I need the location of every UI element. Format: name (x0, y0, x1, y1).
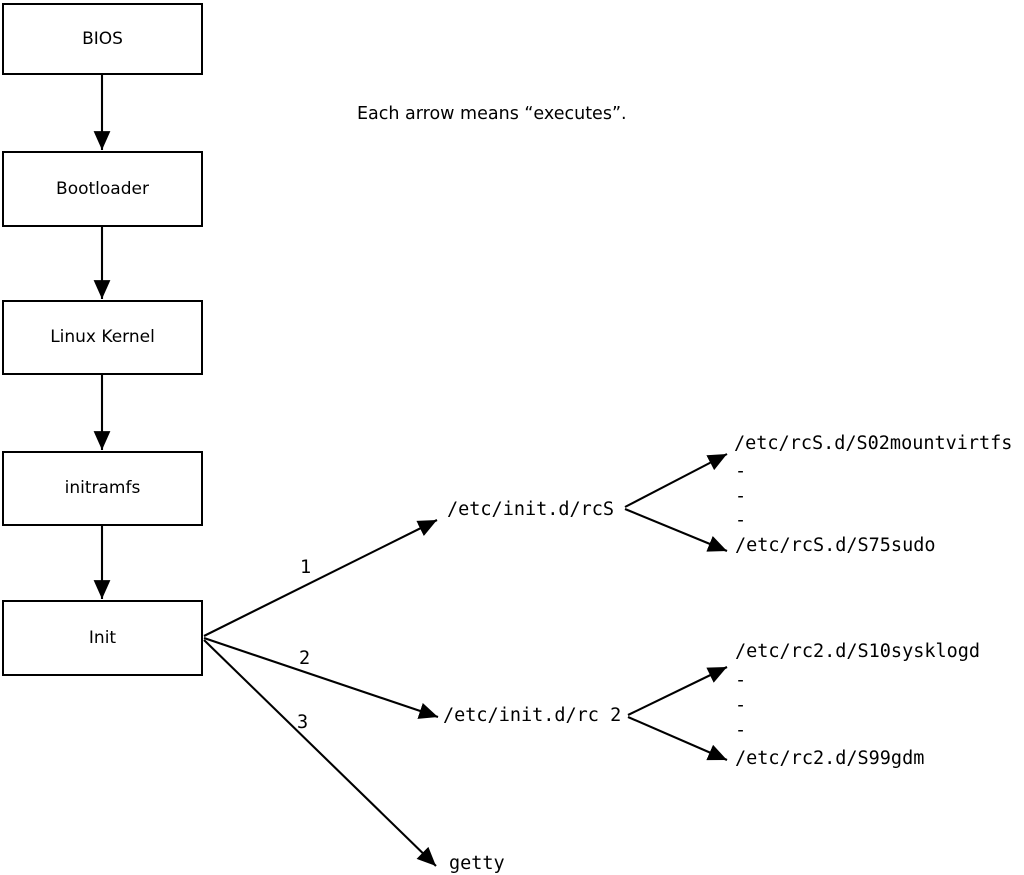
node-bios-label: BIOS (82, 28, 123, 49)
arrow-rcS-to-S75sudo (624, 508, 728, 552)
node-initramfs-label: initramfs (64, 478, 141, 498)
label-rcS-ellipsis-3: - (735, 510, 747, 531)
node-init-label: Init (88, 627, 117, 648)
node-bootloader-label: Bootloader (56, 178, 149, 199)
label-rcS-ellipsis-1: - (735, 461, 747, 482)
arrow-init-to-rcS (203, 519, 438, 637)
arrow-init-to-rc2 (203, 637, 439, 719)
label-rc2-ellipsis-1: - (735, 670, 747, 691)
label-getty: getty (449, 853, 505, 874)
label-rcS: /etc/init.d/rcS (447, 499, 615, 520)
label-rc2-last-script: /etc/rc2.d/S99gdm (735, 748, 925, 769)
label-rc2-first-script: /etc/rc2.d/S10sysklogd (735, 641, 981, 662)
label-rc2: /etc/init.d/rc 2 (443, 705, 622, 726)
arrow-rc2-to-S99gdm (627, 716, 728, 761)
node-initramfs: initramfs (2, 451, 203, 526)
label-rc2-ellipsis-2: - (735, 695, 747, 716)
node-bios: BIOS (2, 3, 203, 75)
diagram-caption: Each arrow means “executes”. (357, 104, 627, 124)
arrow-init-to-getty (203, 639, 437, 867)
arrow-number-1: 1 (300, 557, 312, 578)
node-linux-kernel: Linux Kernel (2, 300, 203, 375)
label-rcS-ellipsis-2: - (735, 486, 747, 507)
arrow-number-2: 2 (299, 648, 311, 669)
node-linux-kernel-label: Linux Kernel (50, 327, 155, 347)
arrow-rcS-to-S02mountvirtfs (624, 453, 728, 508)
arrow-rc2-to-S10sysklogd (627, 666, 728, 716)
node-init: Init (2, 600, 203, 676)
label-rcS-first-script: /etc/rcS.d/S02mountvirtfs (734, 433, 1013, 454)
label-rc2-ellipsis-3: - (735, 720, 747, 741)
node-bootloader: Bootloader (2, 151, 203, 227)
label-rcS-last-script: /etc/rcS.d/S75sudo (735, 535, 936, 556)
arrow-number-3: 3 (297, 712, 309, 733)
